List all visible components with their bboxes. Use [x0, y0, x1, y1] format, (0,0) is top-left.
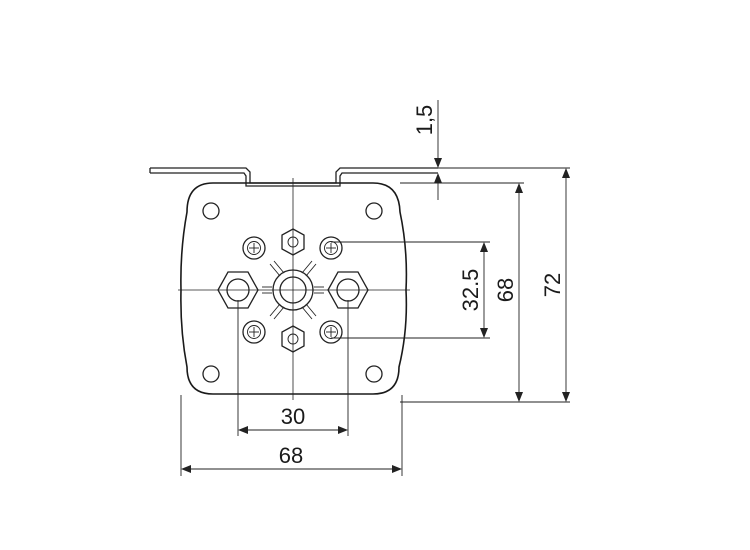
dimension-body-height-label: 68 [493, 278, 518, 302]
dimension-center-spacing-label: 30 [281, 404, 305, 429]
mounting-hole-top-right [365, 202, 383, 220]
dimension-overall-height-label: 72 [540, 273, 565, 297]
dimension-body-width: 68 [180, 395, 403, 476]
dimension-thickness-label: 1,5 [412, 105, 437, 136]
bottom-hex-nut [281, 325, 305, 353]
dimension-screw-spacing: 32.5 [458, 242, 488, 338]
mounting-hole-bottom-left [202, 365, 220, 383]
dimension-center-spacing: 30 [237, 300, 349, 436]
right-extension-lines [331, 167, 570, 403]
screw-bottom-right-icon [319, 320, 343, 344]
screw-bottom-left-icon [242, 320, 266, 344]
screw-top-left-icon [242, 236, 266, 260]
mounting-hole-top-left [202, 202, 220, 220]
dimension-body-height: 68 [493, 183, 523, 402]
center-spokes [262, 260, 324, 320]
dimension-screw-spacing-label: 32.5 [458, 269, 483, 312]
mounting-hole-bottom-right [365, 365, 383, 383]
dimension-body-width-label: 68 [279, 443, 303, 468]
screw-top-right-icon [319, 236, 343, 260]
corner-holes [202, 202, 383, 383]
thermostat-body [180, 182, 408, 395]
central-boss-inner [279, 276, 307, 304]
dimension-thickness: 1,5 [412, 100, 442, 200]
central-boss-outer [272, 269, 314, 311]
dimension-overall-height: 72 [540, 168, 570, 402]
top-hex-nut [281, 228, 305, 256]
